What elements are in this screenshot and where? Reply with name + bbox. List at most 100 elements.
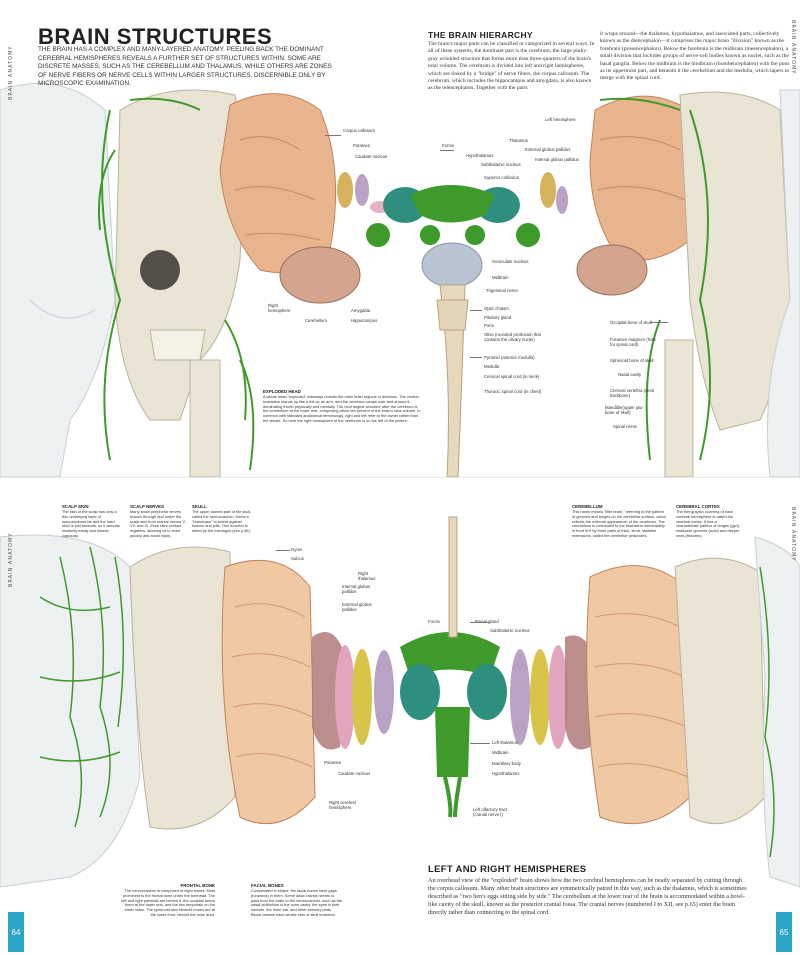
skull-text: The upper domed part of the skull, calle… [192, 509, 252, 534]
label-hippocampus: Hippocampus [351, 318, 378, 323]
skull-title: SKULL [192, 504, 207, 509]
scalp-nerves-right [599, 97, 711, 461]
label-sphenoid-bone: Sphenoid bone of skull [610, 358, 654, 363]
label-mandible: Mandible(upper jaw bone of skull) [605, 405, 643, 415]
cerebellum-text: This name means "little brain," referrin… [572, 509, 667, 538]
cerebellum-left [279, 246, 361, 304]
hierarchy-col2: it wraps around—the thalamus, hypothalam… [600, 31, 790, 82]
scalp-skin-text: The skin of the scalp has only a thin un… [62, 509, 120, 538]
label-mamillary-body: Mamillary body [492, 761, 521, 766]
label-thoracic-cord: Thoracic spinal cord (in chest) [484, 389, 542, 394]
label-putamen-bottom: Putamen [324, 760, 342, 765]
label-foramen-magnum: Foramen magnum (hole for spinal cord) [610, 337, 656, 347]
label-optic-chiasm: Optic chiasm [484, 306, 509, 311]
label-subthalamic-bottom: Subthalamic nucleus [490, 628, 530, 633]
scalp-shell-right [754, 536, 800, 888]
label-spinal-nerve: Spinal nerve [613, 424, 637, 429]
cerebrum-bottom-right [586, 565, 691, 825]
label-amygdala: Amygdala [351, 308, 371, 313]
label-putamen: Putamen [353, 143, 371, 148]
page-divider [0, 477, 800, 478]
label-subthalamic-nucleus: Subthalamic nucleus [481, 162, 521, 167]
exploded-head-caption: EXPLODED HEAD A whole-head "exploded" si… [263, 389, 423, 424]
skull-dome-right [674, 557, 766, 825]
leader-line [440, 150, 454, 151]
leader-line [650, 322, 668, 323]
label-right-cerebral: Right cerebral hemisphere [329, 800, 356, 810]
leader-line [325, 135, 341, 136]
label-medulla: Medulla [484, 364, 500, 369]
scalp-nerves-left [98, 97, 255, 471]
hemispheres-title: LEFT AND RIGHT HEMISPHERES [428, 864, 587, 875]
frontal-bone-text: The neurocranium is composed of eight bo… [121, 888, 215, 917]
label-caudate-nucleus: Caudate nucleus [355, 154, 388, 159]
frontal-bone-caption: FRONTAL BONE The neurocranium is compose… [120, 883, 215, 918]
cerebrum-right [589, 95, 694, 262]
upper-spread: BRAIN ANATOMY BRAIN ANATOMY BRAIN STRUCT… [0, 0, 800, 477]
section-tab-right: BRAIN ANATOMY [790, 20, 796, 75]
label-hypothalamus: Hypothalamus [466, 153, 494, 158]
facial-bones-text: Complicated in shape, the facial bones h… [251, 888, 343, 917]
skull-dome-left [129, 546, 236, 830]
leader-line [470, 622, 490, 623]
midbrain-bottom [435, 707, 470, 777]
intro-text: THE BRAIN HAS A COMPLEX AND MANY-LAYERED… [38, 46, 332, 88]
leader-line [470, 310, 482, 311]
page-number-bg-left [8, 912, 24, 952]
label-left-hemisphere: Left hemisphere [545, 117, 576, 122]
label-external-globus: External globus pallidus [525, 147, 571, 152]
label-pons: Pons [484, 323, 494, 328]
label-trigeminal-nerve: Trigeminal nerve [486, 288, 518, 293]
section-tab-bottom-right: BRAIN ANATOMY [790, 507, 796, 562]
label-hypothalamus-bottom: Hypothalamus [492, 771, 520, 776]
hierarchy-col1: The brain's major parts can be classifie… [428, 41, 595, 92]
label-occipital-bone: Occipital bone of skull [610, 320, 652, 325]
scalp-skin-title: SCALP SKIN [62, 504, 89, 509]
label-olfactory-tract: Left olfactory tract (cranial nerve I) [473, 807, 508, 817]
frontal-bone-title: FRONTAL BONE [180, 883, 215, 888]
exploded-head-title: EXPLODED HEAD [263, 389, 301, 394]
label-caudate-bottom: Caudate nucleus [338, 771, 371, 776]
facial-bones-caption: FACIAL BONES Complicated in shape, the f… [251, 883, 343, 918]
page-number-bg-right [776, 912, 792, 952]
lower-spread: BRAIN ANATOMY BRAIN ANATOMY SCALP SKIN T… [0, 477, 800, 955]
label-internal-globus: Internal globus pallidus [535, 157, 579, 162]
exploded-head-illustration [0, 82, 800, 477]
label-right-hemisphere: Right hemisphere [268, 303, 291, 313]
scalp-nerves-bottom-right [759, 566, 775, 858]
label-midbrain: Midbrain [492, 275, 509, 280]
spine-left [189, 359, 221, 477]
label-external-globus-bottom: External globus pallidus [342, 602, 372, 612]
label-right-thalamus: Right thalamus [358, 571, 376, 581]
scalp-nerves-text: Many small peripheral nerves branch thro… [130, 509, 186, 538]
leader-line [276, 550, 290, 551]
label-fornix-bottom: Fornix [428, 619, 440, 624]
skull-caption: SKULL The upper domed part of the skull,… [192, 504, 252, 534]
label-cervical-cord: Cervical spinal cord (in neck) [484, 374, 540, 379]
scalp-skin-caption: SCALP SKIN The skin of the scalp has onl… [62, 504, 120, 539]
label-sulcus: Sulcus [291, 556, 304, 561]
leader-line [470, 357, 482, 358]
cerebrum-bottom-left [221, 559, 316, 825]
label-left-thalamus: Left thalamus [492, 740, 518, 745]
left-thalamus [400, 664, 440, 720]
label-gyrus: Gyrus [291, 547, 303, 552]
page-number-left: 64 [11, 927, 21, 937]
cerebral-cortex-text: The thin grayish covering of each cerebr… [676, 509, 741, 538]
hierarchy-title: THE BRAIN HIERARCHY [428, 30, 533, 40]
cerebral-cortex-title: CEREBRAL CORTEX [676, 504, 720, 509]
label-cervical-vertebra: Cervical vertebra (neck backbone) [610, 388, 655, 398]
label-olive: Olive (rounded protrusion that contains … [484, 332, 541, 342]
section-tab-left: BRAIN ANATOMY [8, 45, 14, 100]
cerebral-cortex-caption: CEREBRAL CORTEX The thin grayish coverin… [676, 504, 740, 539]
right-thalamus [467, 664, 507, 720]
label-midbrain-bottom: Midbrain [492, 750, 509, 755]
label-thalamus: Thalamus [509, 138, 528, 143]
leader-line [470, 743, 490, 744]
spinal-cord [439, 284, 466, 477]
pons [421, 242, 483, 288]
cerebellum-caption: CEREBELLUM This name means "little brain… [572, 504, 668, 539]
label-pineal-gland: Pineal gland [475, 619, 499, 624]
facial-bones-title: FACIAL BONES [251, 883, 284, 888]
exploded-head-text: A whole-head "exploded" sideways reveals… [263, 394, 421, 423]
